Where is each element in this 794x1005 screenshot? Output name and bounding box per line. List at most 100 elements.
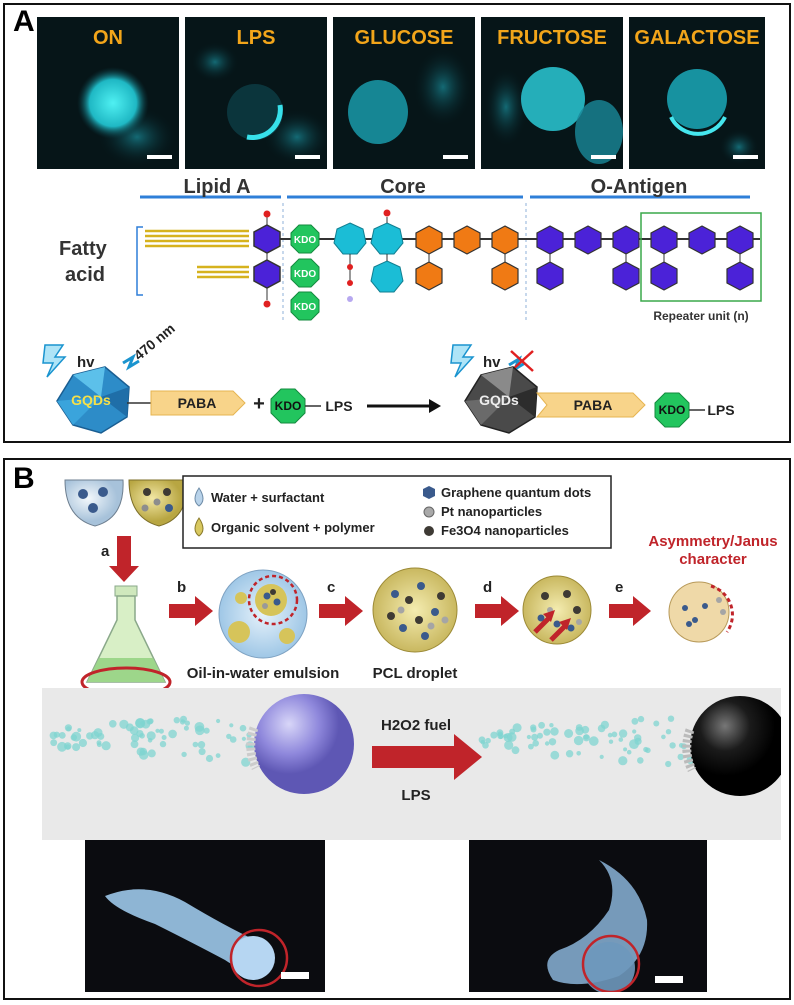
caption-emulsion: Oil-in-water emulsion: [187, 665, 340, 682]
bubble: [239, 724, 247, 732]
bubble: [64, 724, 72, 732]
bubble: [575, 724, 583, 731]
bubble: [71, 731, 82, 742]
bubble: [618, 737, 624, 742]
bubble: [183, 725, 189, 731]
hv-label: hv: [77, 354, 95, 371]
motor-photo: H2O2 fuel LPS: [42, 688, 781, 840]
bubble: [573, 735, 584, 746]
bubble: [667, 715, 675, 722]
bubble: [101, 741, 111, 751]
bubble: [96, 740, 102, 746]
scale-bar: [733, 155, 758, 159]
micrograph-label: LPS: [236, 27, 276, 49]
legend-fe3o4: Fe3O4 nanoparticles: [441, 523, 569, 538]
fuel-label: H2O2 fuel: [381, 717, 451, 734]
panel-a-letter: A: [13, 5, 35, 38]
fatty-acid-label-line1: Fatty: [59, 238, 108, 260]
bubble: [155, 728, 160, 733]
bubble: [173, 717, 180, 724]
bubble: [241, 757, 251, 767]
bubble: [526, 734, 531, 740]
bubble: [140, 721, 145, 726]
micrograph-label: FRUCTOSE: [497, 27, 607, 49]
bubble: [215, 753, 221, 758]
fatty-acid-label-line2: acid: [65, 264, 105, 286]
bubble: [78, 738, 87, 748]
flask-icon: [85, 585, 167, 683]
bubble: [53, 731, 60, 738]
bubble: [503, 733, 513, 742]
step-label: b: [177, 579, 186, 596]
bubble: [86, 732, 94, 740]
bubble: [197, 741, 206, 749]
propulsion-arrow: [454, 734, 482, 780]
bubble: [565, 750, 574, 758]
bubble: [485, 737, 491, 744]
janus-synthesis-scheme: a Water + surfactant Organic solvent + p…: [64, 475, 778, 698]
section-o-antigen: O-Antigen: [591, 176, 688, 198]
bubble: [496, 729, 504, 737]
bubble: [119, 719, 129, 729]
bubble: [607, 732, 613, 738]
gqd-legend-icon: [423, 486, 435, 499]
gqd-blue-icon: [56, 366, 130, 434]
bubble: [490, 731, 498, 739]
hv-label: hv: [483, 354, 501, 371]
kdo-label: KDO: [294, 302, 316, 313]
bubble: [543, 728, 551, 736]
bubble: [550, 727, 559, 736]
wavelength-label: 470 nm: [131, 320, 178, 363]
bubble: [139, 733, 145, 739]
bubble: [168, 729, 177, 739]
micrograph-on: ON: [37, 17, 179, 169]
kdo-label: KDO: [659, 403, 686, 417]
caption-droplet: PCL droplet: [373, 665, 458, 682]
panel-b-letter: B: [13, 462, 35, 495]
bubble: [544, 741, 550, 746]
section-core: Core: [380, 176, 426, 198]
bubble: [216, 718, 221, 724]
bubble: [564, 729, 574, 738]
bubble: [511, 746, 520, 755]
bubble: [629, 739, 639, 749]
bubble: [478, 736, 486, 744]
emulsion-icon: [218, 569, 308, 659]
scale-bar: [591, 155, 616, 159]
lightning-icon: [450, 344, 475, 378]
bubble: [184, 720, 190, 726]
bubble: [161, 735, 167, 740]
arrow-a: [109, 566, 139, 582]
micrograph-label: GLUCOSE: [354, 27, 454, 49]
pt-legend-icon: [423, 506, 435, 518]
legend-box: [182, 475, 612, 549]
bubble: [203, 727, 210, 734]
bubble: [226, 733, 232, 740]
lps-label: LPS: [707, 402, 734, 418]
fluorescence-image-left: [85, 840, 325, 992]
bubble: [618, 756, 628, 766]
step-label: c: [327, 579, 335, 596]
legend-pt: Pt nanoparticles: [441, 504, 542, 519]
scale-bar: [295, 155, 320, 159]
bubble: [241, 736, 246, 741]
pcl-droplet-icon: [372, 567, 458, 653]
bubble: [158, 728, 164, 734]
bubble: [532, 740, 539, 747]
bubble: [611, 731, 618, 738]
panel-a: A ON LPS GLUCOSE: [3, 3, 791, 443]
organic-legend-icon: [194, 517, 204, 537]
step-label: d: [483, 579, 492, 596]
lps-label: LPS: [325, 398, 352, 414]
bubble: [50, 739, 58, 747]
bubble: [637, 715, 645, 723]
bubble: [63, 742, 72, 750]
janus-label-line2: character: [679, 551, 747, 568]
bubble: [139, 747, 148, 756]
bubble: [146, 731, 156, 741]
step-label: a: [101, 543, 110, 560]
bubble: [599, 754, 604, 759]
bubble: [653, 720, 660, 727]
bubble: [661, 734, 666, 740]
bubble: [581, 725, 590, 734]
